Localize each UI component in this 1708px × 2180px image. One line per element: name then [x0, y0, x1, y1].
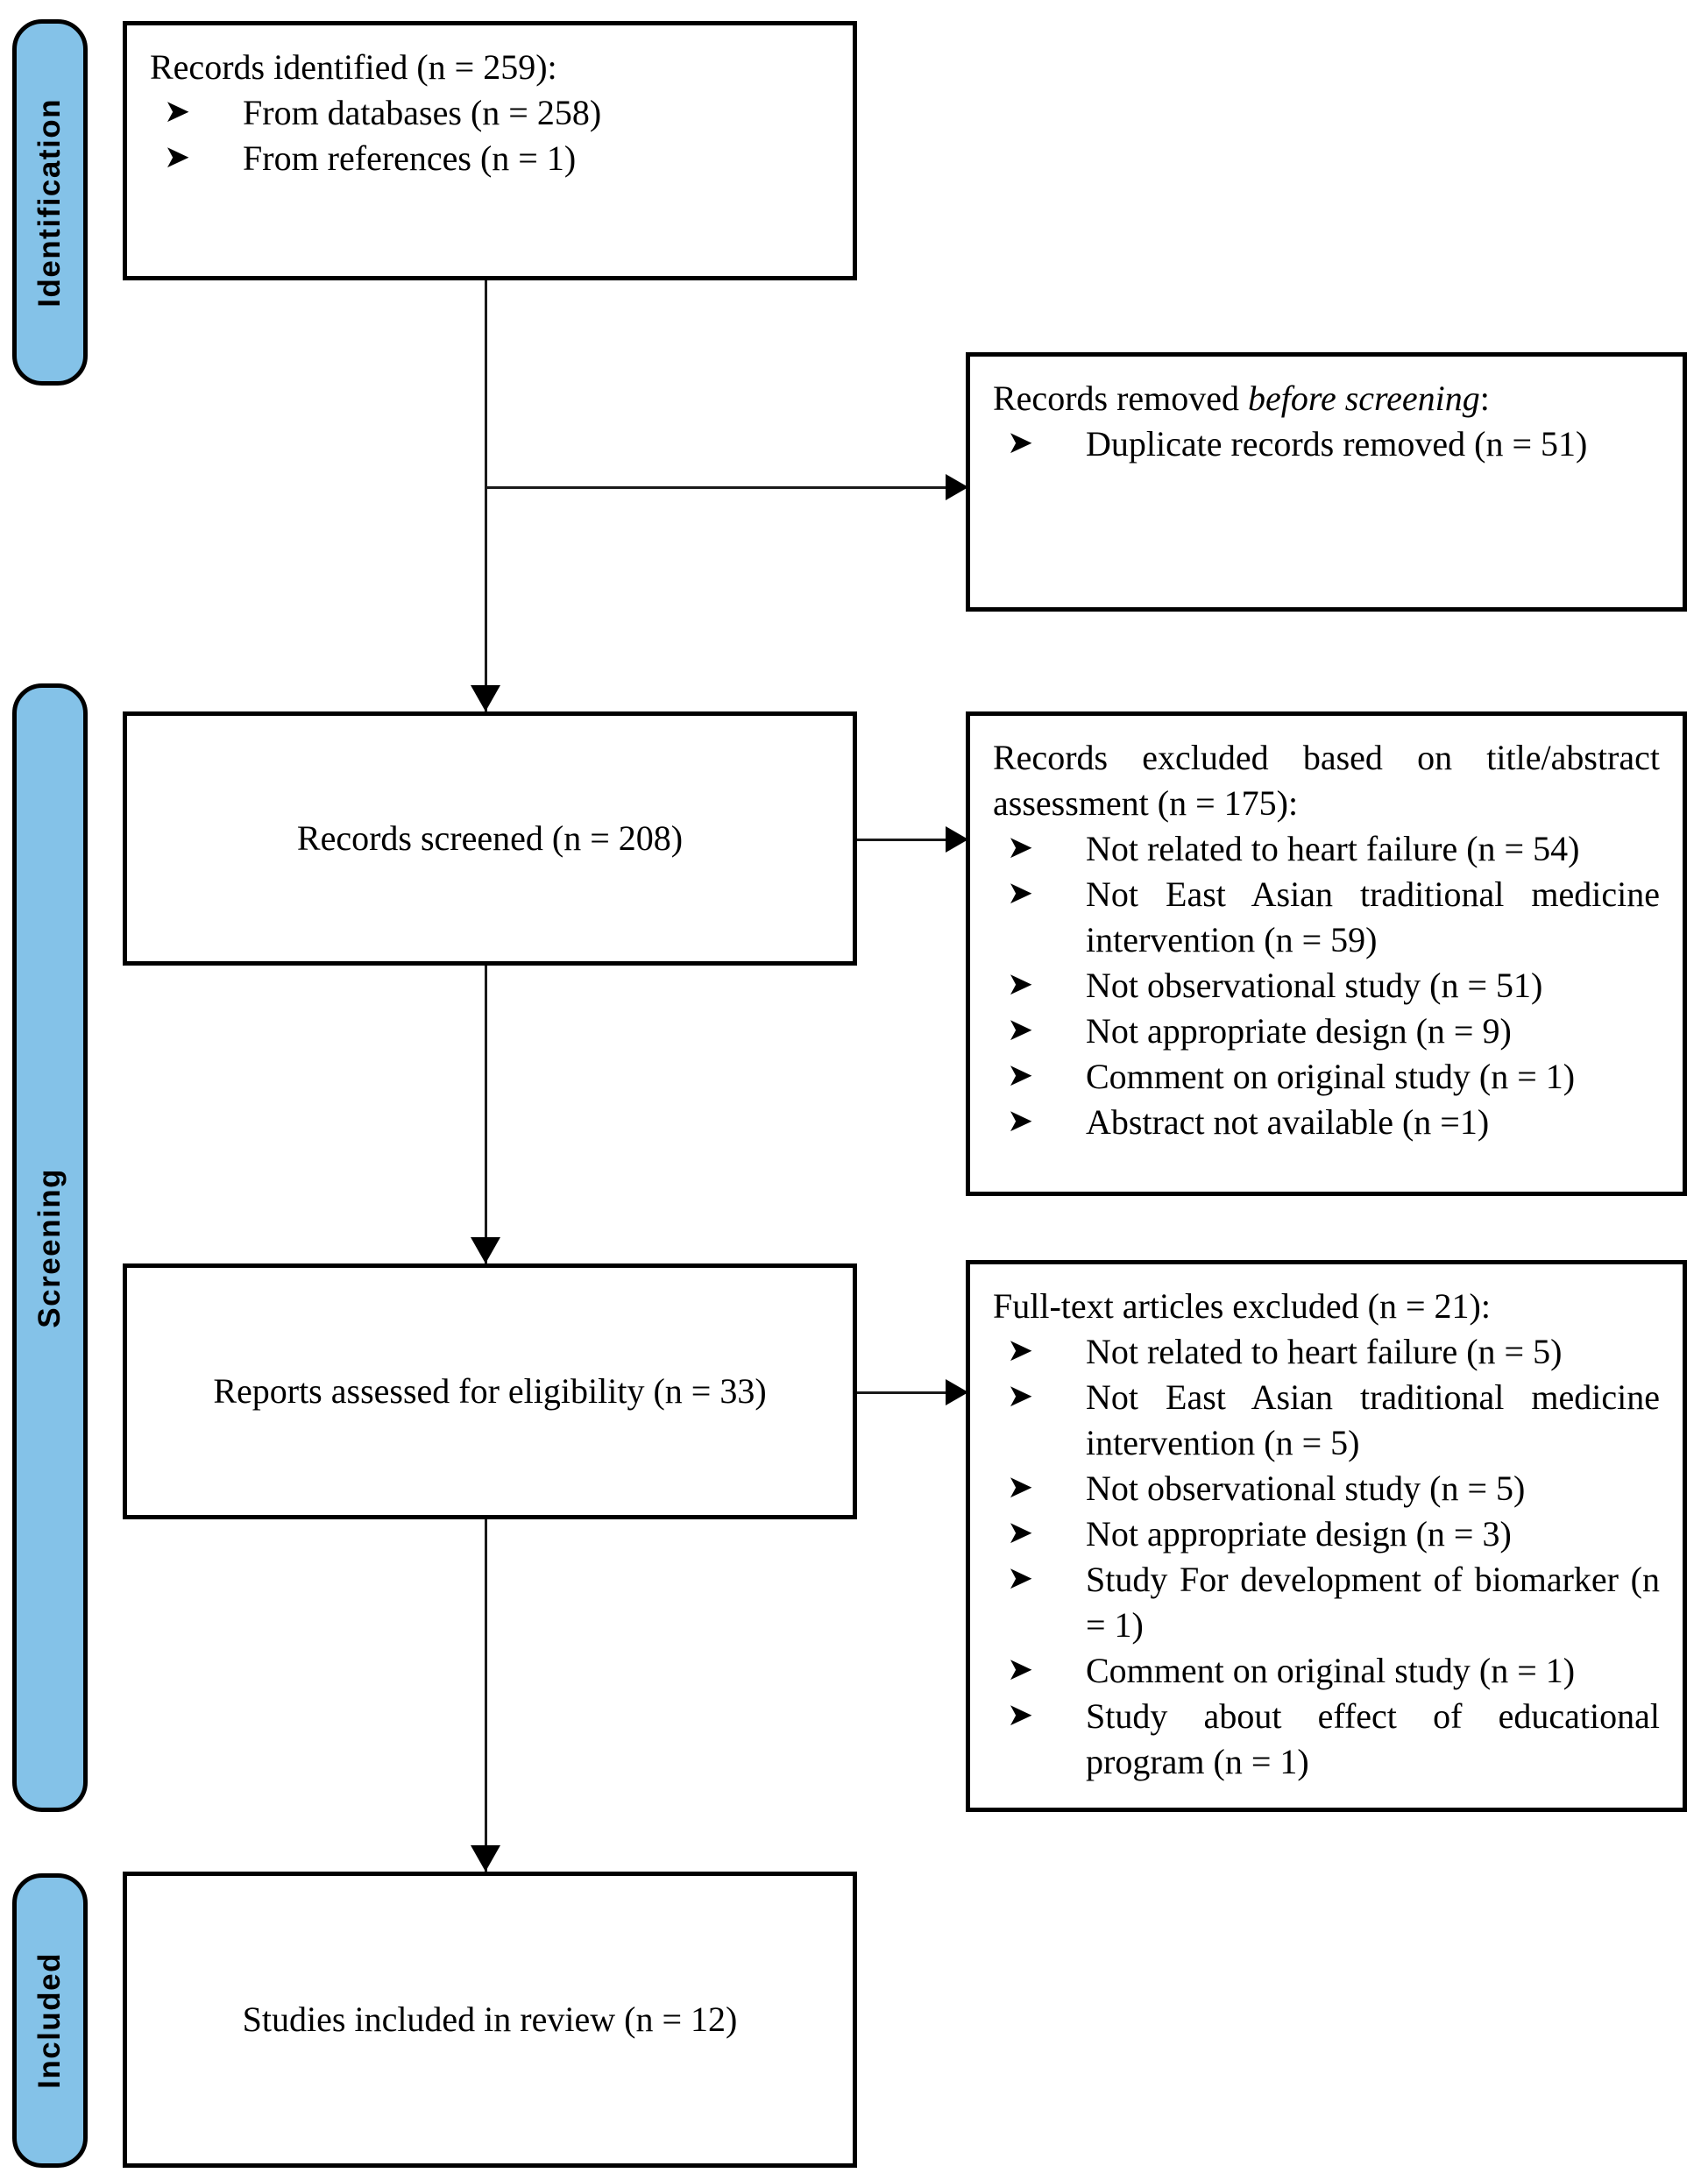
reports-eligibility-title: Reports assessed for eligibility (n = 33… — [213, 1371, 767, 1411]
phase-bar-identification: Identification — [12, 19, 88, 386]
arrow-bullet-icon: ➤ — [1007, 1012, 1034, 1047]
connector-identified-to-screened — [485, 280, 487, 711]
records-screened-title: Records screened (n = 208) — [296, 818, 684, 858]
arrow-bullet-icon: ➤ — [1007, 1469, 1034, 1504]
list-item-label: From references (n = 1) — [243, 138, 577, 178]
arrowhead-right-to-removed — [946, 474, 968, 500]
studies-included-title: Studies included in review (n = 12) — [242, 2000, 738, 2039]
list-item: ➤ Comment on original study (n = 1) — [993, 1054, 1660, 1100]
phase-label-screening: Screening — [32, 1167, 67, 1328]
box-records-identified: Records identified (n = 259): ➤ From dat… — [123, 21, 857, 280]
arrow-bullet-icon: ➤ — [1007, 875, 1034, 910]
arrowhead-down-to-eligibility — [471, 1237, 500, 1263]
records-identified-title: Records identified (n = 259): — [150, 47, 557, 87]
list-item: ➤ Not East Asian traditional medicine in… — [993, 872, 1660, 963]
list-item-label: Not East Asian traditional medicine inte… — [1086, 1377, 1660, 1462]
connector-eligibility-to-fulltext-excluded — [857, 1391, 949, 1394]
list-item: ➤ Not related to heart failure (n = 5) — [993, 1329, 1660, 1375]
list-item: ➤ Not appropriate design (n = 9) — [993, 1009, 1660, 1054]
arrow-bullet-icon: ➤ — [1007, 1697, 1034, 1732]
records-excluded-title: Records excluded based on title/abstract… — [993, 738, 1660, 823]
fulltext-excluded-list: ➤ Not related to heart failure (n = 5) ➤… — [993, 1329, 1660, 1785]
list-item: ➤ Duplicate records removed (n = 51) — [993, 421, 1660, 467]
arrowhead-right-to-fulltext-excluded — [946, 1379, 968, 1405]
box-reports-assessed-eligibility: Reports assessed for eligibility (n = 33… — [123, 1263, 857, 1519]
records-removed-title-italic: before screening — [1248, 379, 1480, 418]
list-item-label: Not appropriate design (n = 9) — [1086, 1011, 1512, 1051]
phase-bar-screening: Screening — [12, 683, 88, 1812]
arrow-bullet-icon: ➤ — [1007, 830, 1034, 865]
box-records-removed: Records removed before screening: ➤ Dupl… — [966, 352, 1687, 612]
box-records-screened: Records screened (n = 208) — [123, 711, 857, 966]
list-item: ➤ Study For development of biomarker (n … — [993, 1557, 1660, 1648]
list-item: ➤ Study about effect of educational prog… — [993, 1694, 1660, 1785]
list-item-label: Study For development of biomarker (n = … — [1086, 1560, 1660, 1645]
arrow-bullet-icon: ➤ — [1007, 1378, 1034, 1413]
list-item-label: Not observational study (n = 5) — [1086, 1469, 1526, 1508]
arrow-bullet-icon: ➤ — [1007, 1561, 1034, 1596]
phase-label-identification: Identification — [32, 97, 67, 308]
list-item: ➤ Not observational study (n = 5) — [993, 1466, 1660, 1511]
list-item-label: Not observational study (n = 51) — [1086, 966, 1543, 1005]
list-item-label: Not East Asian traditional medicine inte… — [1086, 874, 1660, 959]
list-item-label: Comment on original study (n = 1) — [1086, 1651, 1576, 1690]
phase-bar-included: Included — [12, 1873, 88, 2168]
list-item: ➤ From references (n = 1) — [150, 136, 830, 181]
arrowhead-down-to-screened — [471, 685, 500, 711]
list-item-label: Not related to heart failure (n = 54) — [1086, 829, 1580, 868]
box-records-excluded-title-abstract: Records excluded based on title/abstract… — [966, 711, 1687, 1196]
list-item-label: Abstract not available (n =1) — [1086, 1102, 1490, 1142]
arrow-bullet-icon: ➤ — [1007, 1515, 1034, 1550]
arrow-bullet-icon: ➤ — [1007, 1333, 1034, 1368]
records-removed-title-tail: : — [1479, 379, 1490, 418]
list-item: ➤ Not related to heart failure (n = 54) — [993, 826, 1660, 872]
arrow-bullet-icon: ➤ — [1007, 425, 1034, 460]
connector-eligibility-to-included — [485, 1519, 487, 1872]
arrow-bullet-icon: ➤ — [164, 139, 191, 174]
arrow-bullet-icon: ➤ — [1007, 1058, 1034, 1093]
records-identified-list: ➤ From databases (n = 258) ➤ From refere… — [150, 90, 830, 181]
list-item: ➤ Abstract not available (n =1) — [993, 1100, 1660, 1145]
fulltext-excluded-title: Full-text articles excluded (n = 21): — [993, 1286, 1491, 1326]
list-item-label: Comment on original study (n = 1) — [1086, 1057, 1576, 1096]
box-fulltext-articles-excluded: Full-text articles excluded (n = 21): ➤ … — [966, 1260, 1687, 1812]
list-item-label: Not appropriate design (n = 3) — [1086, 1514, 1512, 1554]
arrow-bullet-icon: ➤ — [164, 94, 191, 129]
arrow-bullet-icon: ➤ — [1007, 1103, 1034, 1138]
list-item-label: Duplicate records removed (n = 51) — [1086, 424, 1588, 464]
list-item: ➤ Not appropriate design (n = 3) — [993, 1511, 1660, 1557]
connector-screened-to-eligibility — [485, 966, 487, 1263]
phase-label-included: Included — [32, 1952, 67, 2089]
list-item: ➤ Comment on original study (n = 1) — [993, 1648, 1660, 1694]
arrowhead-right-to-excluded — [946, 826, 968, 853]
list-item-label: From databases (n = 258) — [243, 93, 602, 132]
arrowhead-down-to-included — [471, 1845, 500, 1872]
arrow-bullet-icon: ➤ — [1007, 966, 1034, 1002]
connector-screened-to-excluded — [857, 839, 949, 841]
records-excluded-list: ➤ Not related to heart failure (n = 54) … — [993, 826, 1660, 1145]
records-removed-title: Records removed before screening: — [993, 376, 1660, 421]
list-item: ➤ Not observational study (n = 51) — [993, 963, 1660, 1009]
list-item-label: Study about effect of educational progra… — [1086, 1696, 1660, 1781]
records-removed-title-lead: Records removed — [993, 379, 1249, 418]
list-item-label: Not related to heart failure (n = 5) — [1086, 1332, 1563, 1371]
box-studies-included: Studies included in review (n = 12) — [123, 1872, 857, 2168]
list-item: ➤ Not East Asian traditional medicine in… — [993, 1375, 1660, 1466]
list-item: ➤ From databases (n = 258) — [150, 90, 830, 136]
arrow-bullet-icon: ➤ — [1007, 1652, 1034, 1687]
connector-identified-to-removed — [485, 486, 949, 489]
records-removed-list: ➤ Duplicate records removed (n = 51) — [993, 421, 1660, 467]
